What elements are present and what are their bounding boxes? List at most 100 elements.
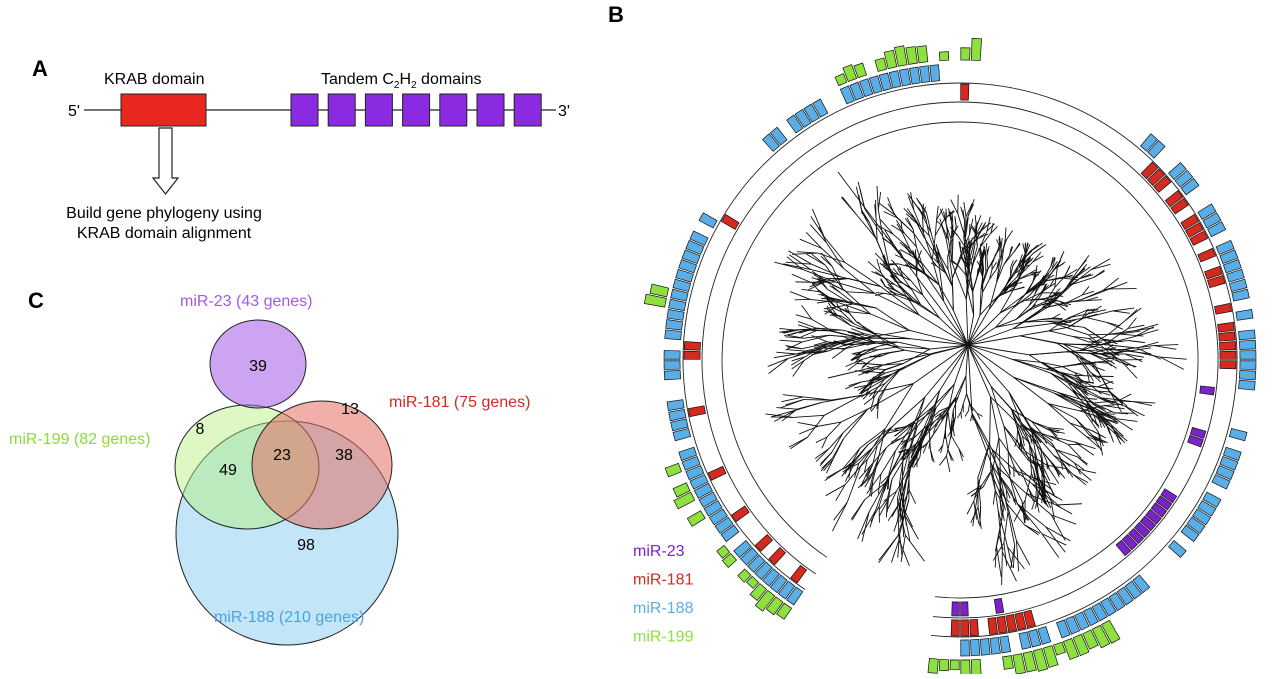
tree-branch <box>789 437 808 447</box>
tree-branch <box>926 213 931 233</box>
tree-branch <box>798 321 816 328</box>
tree-branch <box>964 202 966 217</box>
mir23-mark <box>961 602 969 616</box>
tree-branch <box>1016 541 1018 572</box>
panel-b-letter: B <box>608 2 624 27</box>
tree-branch <box>870 314 909 330</box>
tree-branch <box>1107 322 1123 329</box>
mir188-mark <box>666 320 683 330</box>
tree-branch <box>877 186 878 210</box>
tree-branch <box>940 209 946 222</box>
mir188-mark <box>1239 371 1255 380</box>
tree-branch <box>834 502 848 520</box>
tree-branch <box>1104 404 1122 405</box>
tree-branch <box>893 397 925 426</box>
tree-branch <box>1020 336 1064 344</box>
mir188-mark <box>920 66 930 83</box>
panel-c: C miR-23 (43 genes) miR-181 (75 genes) m… <box>9 288 530 645</box>
tree-branch <box>930 345 968 349</box>
tree-branch <box>1056 504 1082 505</box>
panel-a: A KRAB domain Tandem C2H2 domains 5' 3' … <box>32 56 570 242</box>
tree-branch <box>800 239 822 248</box>
c2h2-domain-box <box>291 94 318 126</box>
tree-branch <box>830 315 842 316</box>
tree-branch <box>931 390 940 421</box>
annotation-rings <box>644 38 1256 674</box>
mir199-mark <box>928 658 938 673</box>
tree-branch <box>1075 442 1096 449</box>
tree-branch <box>985 255 986 271</box>
mir199-mark <box>961 48 970 60</box>
tree-branch <box>1002 552 1003 585</box>
mir181-mark <box>1198 248 1216 262</box>
tree-branch <box>786 262 812 264</box>
mir199-mark <box>961 660 970 674</box>
panel-a-letter: A <box>32 56 48 81</box>
tree-branch <box>940 318 968 345</box>
mir23-mark <box>952 602 960 616</box>
tree-branch <box>909 490 915 504</box>
mir188-mark <box>990 637 1000 654</box>
mir199-mark <box>939 659 949 670</box>
tree-branch <box>1014 377 1048 403</box>
tree-branch <box>1014 377 1059 392</box>
mir181-mark <box>997 616 1007 633</box>
mir181-mark <box>755 534 772 551</box>
tree-branch <box>1070 423 1086 437</box>
legend-item: miR-199 <box>633 629 694 646</box>
tree-branch <box>940 456 947 465</box>
mir188-mark <box>669 299 686 310</box>
tree-branch <box>849 313 856 322</box>
tree-branch <box>1005 230 1013 242</box>
tree-branch <box>870 354 881 361</box>
tree-branch <box>1048 288 1066 307</box>
tree-branch <box>1089 406 1108 427</box>
mir188-mark <box>980 639 990 656</box>
tree-branch <box>992 262 997 269</box>
tree-branch <box>1051 515 1076 524</box>
tree-branch <box>985 243 986 255</box>
c2h2-domain-box <box>365 94 392 126</box>
tree-branch <box>923 295 940 318</box>
tree-branch <box>966 376 967 394</box>
tree-branch <box>952 263 966 299</box>
krab-domain-label: KRAB domain <box>104 71 205 88</box>
tree-branch <box>832 502 847 531</box>
tree-branch <box>842 197 855 214</box>
tree-branch <box>792 274 811 282</box>
mir188-mark <box>664 371 680 380</box>
tree-branch <box>1137 342 1158 348</box>
tree-branch <box>1015 287 1025 289</box>
tree-branch <box>880 280 885 287</box>
tree-branch <box>861 466 870 486</box>
tree-branch <box>851 355 862 361</box>
mir181-mark <box>1218 322 1235 332</box>
tree-branch <box>807 415 824 437</box>
tree-branch <box>952 239 953 263</box>
count-mir199-mir188: 49 <box>219 462 237 479</box>
tree-branch <box>768 358 788 366</box>
tree-branch <box>797 402 822 409</box>
tree-branch <box>1091 259 1110 270</box>
tree-branch <box>790 292 810 300</box>
tree-branch <box>905 218 913 229</box>
mir199-mark <box>1003 656 1014 670</box>
mir181-mark <box>732 506 750 522</box>
tree-branch <box>1086 318 1106 323</box>
mir188-mark <box>1239 340 1255 349</box>
tree-branch <box>876 308 909 330</box>
tree-branch <box>973 275 978 290</box>
tree-branch <box>1062 367 1074 373</box>
c2h2-domain-box <box>514 94 541 126</box>
venn-set-mir181 <box>252 401 392 529</box>
tree-branch <box>909 330 968 345</box>
tree-branch <box>967 501 974 514</box>
tree-branch <box>1129 341 1141 343</box>
tree-branch <box>924 233 933 259</box>
c2h2-domain-box <box>440 94 467 126</box>
mir188-mark <box>667 400 684 411</box>
mir199-mark <box>650 284 669 297</box>
tree-branch <box>901 535 905 562</box>
tree-branch <box>845 382 861 389</box>
